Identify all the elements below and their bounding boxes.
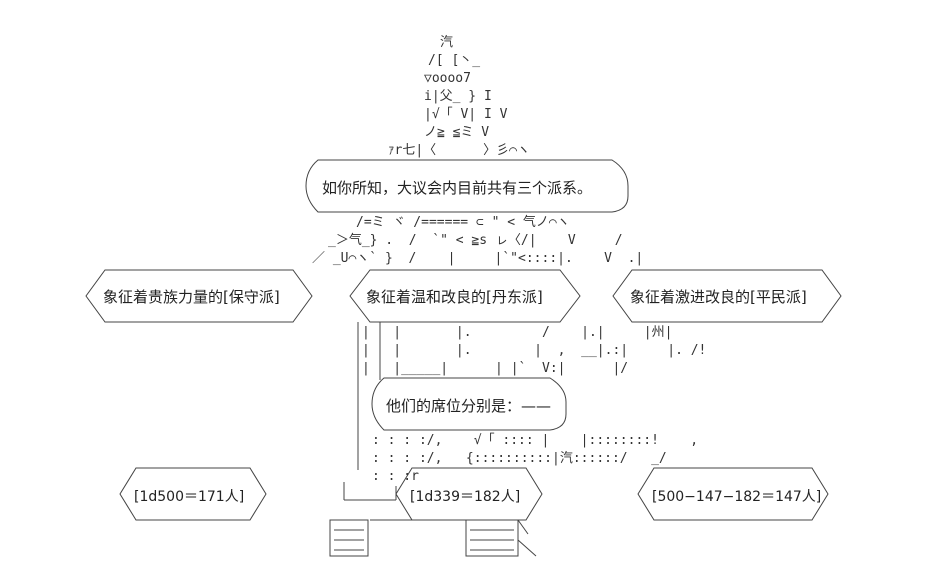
seat-center: [1d339＝182人] — [410, 489, 521, 505]
speech-top: 如你所知，大议会内目前共有三个派系。 — [322, 179, 593, 197]
faction-box-right-outline — [612, 269, 842, 323]
art-line-8: /=ミ ヾ /====== ⊂ " < 气ノ⌒ヽ — [356, 215, 570, 230]
seat-right: [500−147−182＝147人] — [652, 489, 822, 505]
seat-box-right-outline — [637, 467, 829, 521]
art-line-9: _＞气_} . / `" < ≧s ㇾ〈/| V / — [328, 233, 623, 248]
faction-left: 象征着贵族力量的[保守派] — [103, 288, 280, 306]
art-line-14: : : : :/, √「 :::: | |::::::::! , — [372, 433, 699, 448]
base-block-left — [329, 519, 369, 557]
seat-box-left-outline — [119, 467, 267, 521]
art-line-7: ｧr七|〈 〉彡⌒ヽ — [388, 143, 530, 158]
art-line-5: |√「 V| I V — [424, 107, 508, 122]
art-line-1: 汽 — [440, 35, 454, 50]
art-line-13: | |_____| | |` V:| |/ — [362, 361, 629, 376]
art-line-16: : : :r — [372, 469, 419, 484]
art-line-10: ／ _U⌒ヽ` } / | |`"<::::|. V .| — [312, 251, 644, 266]
faction-box-left-outline — [85, 269, 313, 323]
art-line-12: | | |. | , __|.:| |. /! — [362, 343, 707, 358]
faction-box-center-outline — [349, 269, 581, 323]
speech-middle: 他们的席位分别是：—— — [386, 397, 552, 415]
art-line-15: : : : :/, {::::::::::|汽::::::/ _/ — [372, 451, 667, 466]
seat-left: [1d500＝171人] — [134, 489, 245, 505]
speech-bubble-top-outline — [305, 159, 629, 213]
art-line-2: /[ [丶_ — [428, 53, 481, 68]
speech-bubble-middle-outline — [371, 377, 567, 431]
base-block-right — [465, 519, 519, 557]
art-line-4: i|父_ } I — [424, 89, 492, 104]
art-line-6: ノ≧ ≦ミ V — [424, 125, 490, 140]
art-line-3: ▽oooo7 — [424, 71, 471, 86]
faction-right: 象征着激进改良的[平民派] — [630, 288, 807, 306]
faction-center: 象征着温和改良的[丹东派] — [366, 288, 543, 306]
art-line-11: | | |. / |.| |州| — [362, 325, 673, 340]
